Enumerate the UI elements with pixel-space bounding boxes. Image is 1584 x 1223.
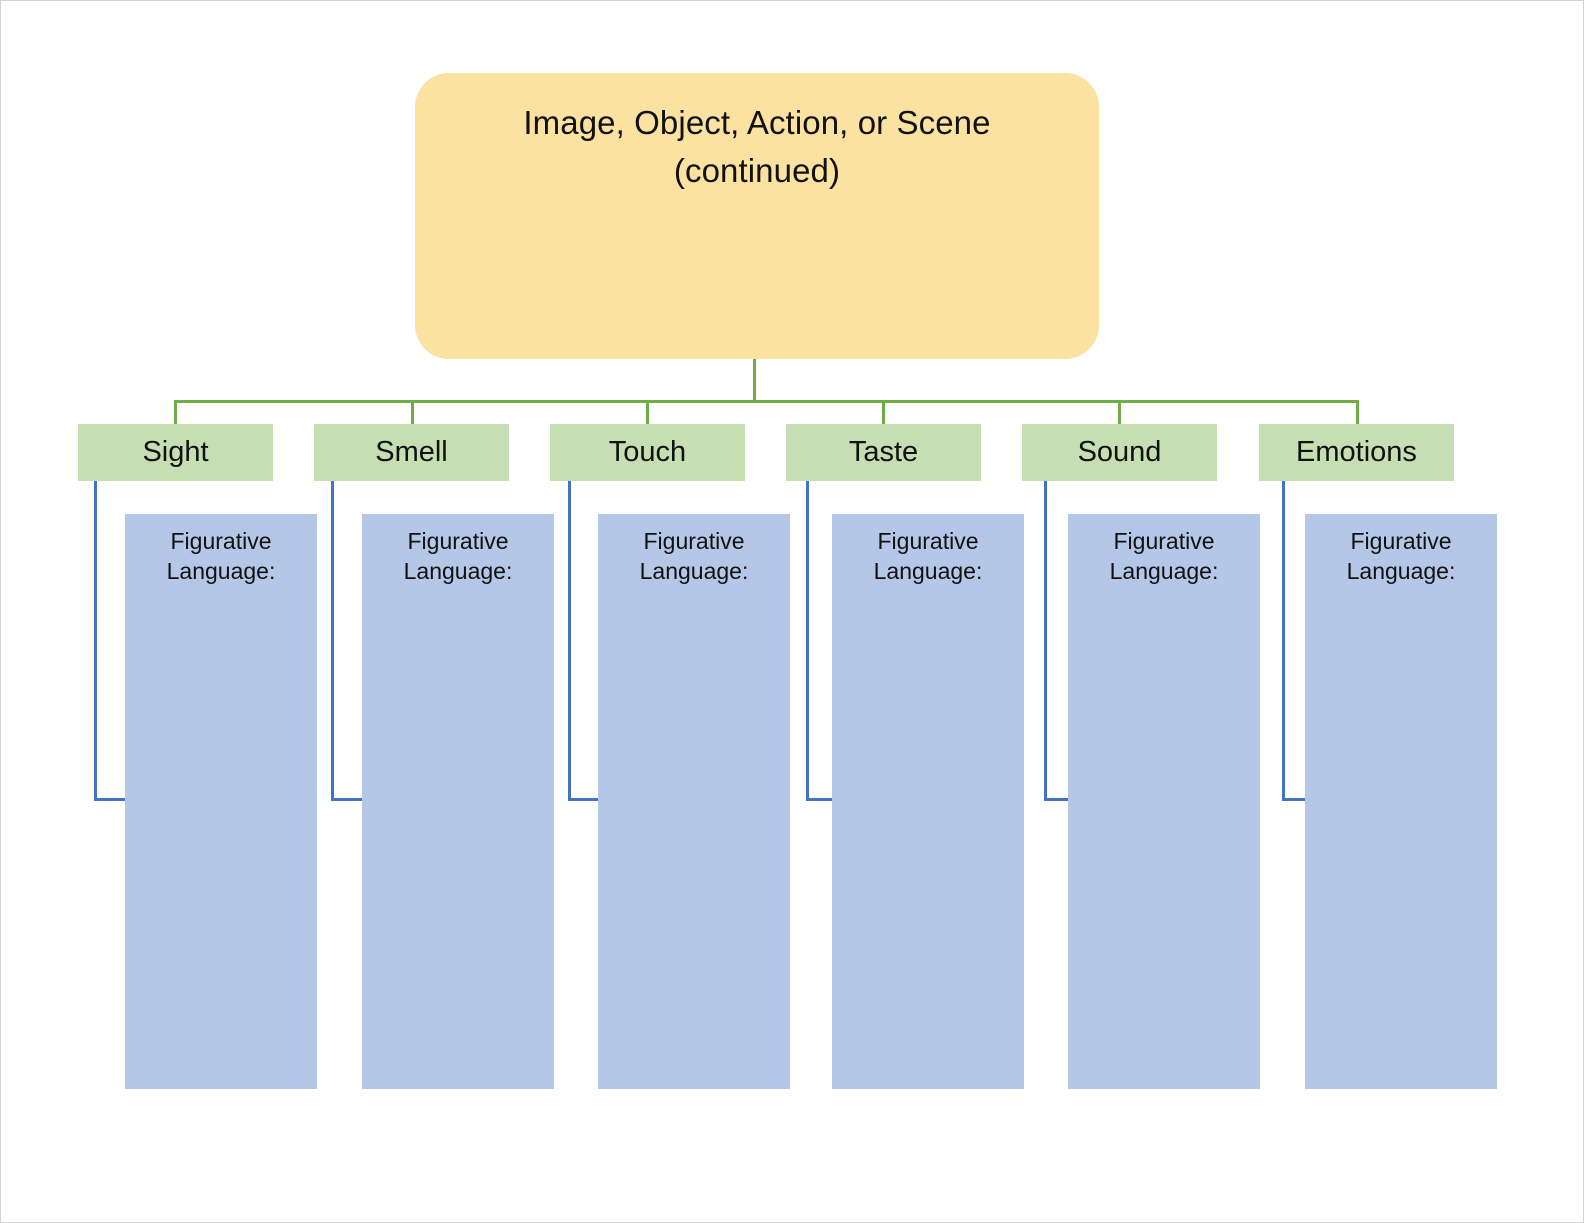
note-box-taste[interactable]: Figurative Language: [832,514,1024,1089]
category-label-sound: Sound [1077,436,1162,468]
category-box-sound[interactable]: Sound [1022,424,1217,481]
note-connector-horizontal-emotions [1282,798,1315,801]
root-node-title: Image, Object, Action, or Scene (continu… [523,104,991,189]
note-box-emotions[interactable]: Figurative Language: [1305,514,1497,1089]
note-connector-vertical-taste [806,481,809,801]
note-label-emotions: Figurative Language: [1346,528,1456,585]
note-box-sight[interactable]: Figurative Language: [125,514,317,1089]
category-drop-line-smell [411,400,414,425]
note-box-touch[interactable]: Figurative Language: [598,514,790,1089]
category-label-smell: Smell [375,436,448,468]
note-connector-horizontal-sight [94,798,127,801]
note-connector-horizontal-smell [331,798,364,801]
category-drop-line-taste [882,400,885,425]
category-drop-line-sight [174,400,177,425]
note-connector-vertical-smell [331,481,334,801]
note-box-sound[interactable]: Figurative Language: [1068,514,1260,1089]
root-node[interactable]: Image, Object, Action, or Scene (continu… [415,73,1099,359]
category-label-emotions: Emotions [1296,436,1417,468]
note-connector-horizontal-sound [1044,798,1077,801]
category-box-touch[interactable]: Touch [550,424,745,481]
category-bus-line [174,400,1359,403]
category-label-taste: Taste [848,436,919,468]
note-box-smell[interactable]: Figurative Language: [362,514,554,1089]
note-connector-vertical-emotions [1282,481,1285,801]
category-box-emotions[interactable]: Emotions [1259,424,1454,481]
note-label-smell: Figurative Language: [403,528,513,585]
category-label-touch: Touch [608,436,687,468]
note-label-taste: Figurative Language: [873,528,983,585]
note-label-touch: Figurative Language: [639,528,749,585]
category-drop-line-touch [646,400,649,425]
category-drop-line-emotions [1356,400,1359,425]
note-connector-vertical-sound [1044,481,1047,801]
category-box-smell[interactable]: Smell [314,424,509,481]
note-label-sound: Figurative Language: [1109,528,1219,585]
note-label-sight: Figurative Language: [166,528,276,585]
note-connector-vertical-touch [568,481,571,801]
category-box-sight[interactable]: Sight [78,424,273,481]
category-label-sight: Sight [142,436,209,468]
category-box-taste[interactable]: Taste [786,424,981,481]
category-drop-line-sound [1118,400,1121,425]
root-stem-line [753,359,756,403]
note-connector-horizontal-taste [806,798,839,801]
note-connector-vertical-sight [94,481,97,801]
note-connector-horizontal-touch [568,798,601,801]
